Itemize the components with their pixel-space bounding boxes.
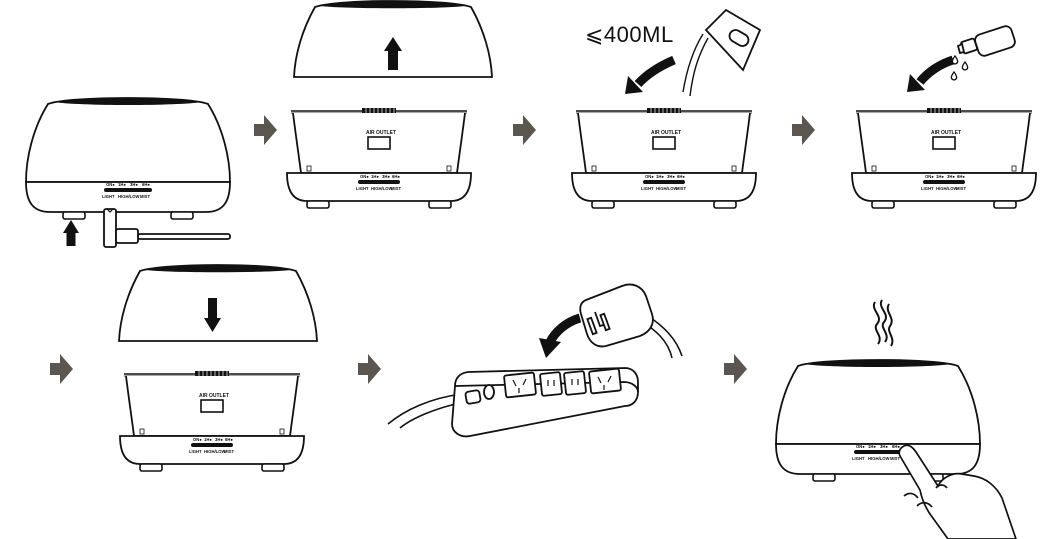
dc-plug-icon	[103, 208, 231, 248]
button-mist-label: MIST	[391, 186, 401, 191]
button-light-label: LIGHT	[356, 186, 369, 191]
curved-arrow-icon	[625, 55, 676, 94]
button-top-on: ON●	[925, 174, 934, 179]
step7-unit: ON● 1H● 3H● 6H● LIGHT HIGH/LOW MIST	[775, 359, 981, 482]
button-top-3h: 3H●	[880, 444, 888, 449]
arrow-down-icon	[204, 298, 221, 332]
button-highlow-label: HIGH/LOW	[656, 186, 677, 191]
mist-icon	[872, 299, 894, 347]
air-outlet-label: AIR OUTLET	[931, 130, 961, 136]
step5-lid	[118, 264, 318, 342]
button-top-3h: 3H●	[382, 174, 390, 179]
button-mist-label: MIST	[956, 186, 966, 191]
button-top-6h: 6H●	[677, 174, 685, 179]
water-stream-icon	[682, 33, 709, 97]
step-arrow-icon	[254, 115, 277, 145]
button-light-label: LIGHT	[189, 449, 202, 454]
air-outlet-label: AIR OUTLET	[366, 130, 396, 136]
arrow-up-icon	[384, 37, 402, 70]
button-light-label: LIGHT	[102, 194, 115, 199]
oil-bottle-icon	[956, 25, 1016, 57]
oil-drops-icon	[950, 54, 969, 81]
button-top-1h: 1H●	[656, 174, 664, 179]
power-strip-icon	[451, 367, 639, 438]
button-highlow-label: HIGH/LOW	[371, 186, 392, 191]
step1-unit: ON● 1H● 3H● 6H● LIGHT HIGH/LOW MIST	[25, 97, 231, 220]
button-top-1h: 1H●	[371, 174, 379, 179]
step-arrow-icon	[792, 115, 815, 145]
step-arrow-icon	[50, 354, 73, 384]
step-arrow-icon	[358, 354, 381, 384]
button-mist-label: MIST	[140, 194, 150, 199]
button-top-1h: 1H●	[204, 437, 212, 442]
step5-base: AIR OUTLET ON● 1H● 3H● 6H● LIGHT HIGH/LO…	[119, 370, 305, 472]
button-top-1h: 1H●	[118, 182, 126, 187]
button-mist-label: MIST	[224, 449, 234, 454]
step4-base: AIR OUTLET ON● 1H● 3H● 6H● LIGHT HIGH/LO…	[851, 107, 1037, 209]
socket-holes	[512, 375, 612, 393]
button-top-on: ON●	[856, 444, 865, 449]
power-adapter-icon	[579, 283, 654, 348]
button-light-label: LIGHT	[641, 186, 654, 191]
curved-arrow-icon	[539, 313, 582, 358]
button-highlow-label: HIGH/LOW	[204, 449, 225, 454]
button-top-6h: 6H●	[225, 437, 233, 442]
button-top-on: ON●	[193, 437, 202, 442]
capacity-label: ⩽400ML	[585, 22, 674, 47]
step3-base: AIR OUTLET ON● 1H● 3H● 6H● LIGHT HIGH/LO…	[571, 107, 757, 209]
arrow-up-icon	[63, 220, 79, 246]
button-top-3h: 3H●	[947, 174, 955, 179]
step-arrow-icon	[724, 354, 747, 384]
button-light-label: LIGHT	[852, 456, 865, 461]
button-highlow-label: HIGH/LOW	[868, 456, 889, 461]
step-arrow-icon	[513, 115, 536, 145]
measuring-cup-icon	[704, 8, 762, 72]
button-top-3h: 3H●	[130, 182, 138, 187]
air-outlet-label: AIR OUTLET	[651, 130, 681, 136]
button-top-6h: 6H●	[957, 174, 965, 179]
button-top-1h: 1H●	[868, 444, 876, 449]
hand-pointer-icon	[898, 444, 1017, 539]
button-top-on: ON●	[645, 174, 654, 179]
button-top-on: ON●	[360, 174, 369, 179]
step2-base: AIR OUTLET ON● 1H● 3H● 6H● LIGHT HIGH/LO…	[286, 107, 472, 209]
button-top-6h: 6H●	[142, 182, 150, 187]
button-highlow-label: HIGH/LOW	[118, 194, 139, 199]
button-top-6h: 6H●	[392, 174, 400, 179]
curved-arrow-icon	[907, 55, 955, 92]
button-mist-label: MIST	[890, 456, 900, 461]
button-top-3h: 3H●	[215, 437, 223, 442]
button-top-1h: 1H●	[936, 174, 944, 179]
button-mist-label: MIST	[676, 186, 686, 191]
button-top-3h: 3H●	[667, 174, 675, 179]
button-light-label: LIGHT	[921, 186, 934, 191]
button-top-on: ON●	[106, 182, 115, 187]
button-highlow-label: HIGH/LOW	[936, 186, 957, 191]
air-outlet-label: AIR OUTLET	[199, 393, 229, 399]
button-top-6h: 6H●	[892, 444, 900, 449]
